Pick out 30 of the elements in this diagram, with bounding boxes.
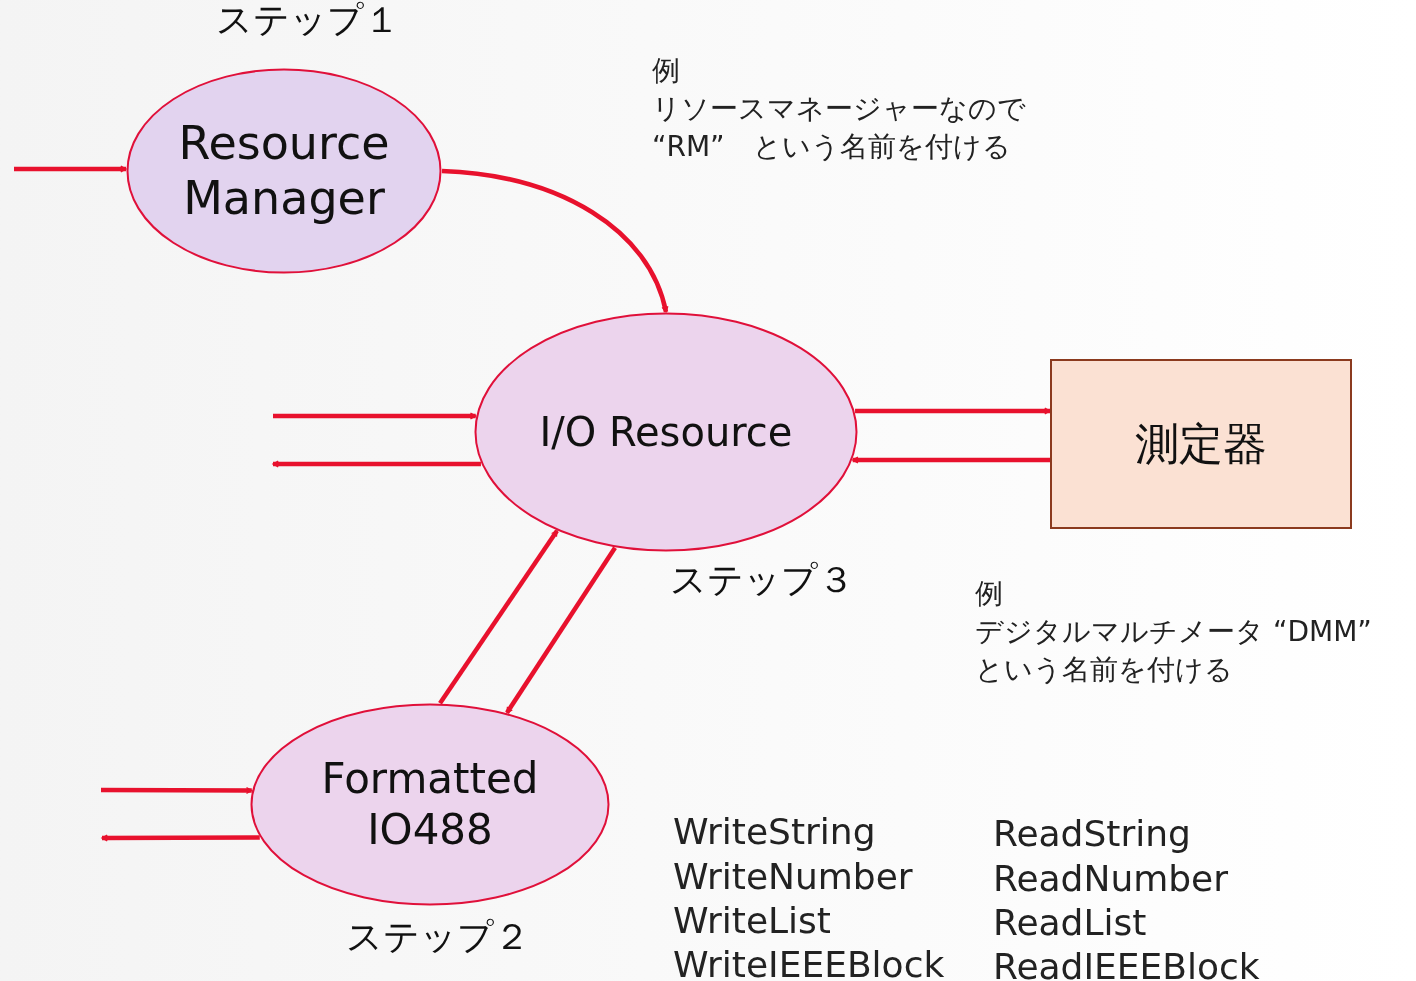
arrow	[438, 529, 559, 705]
method-name: WriteNumber	[673, 855, 914, 899]
arrow	[855, 407, 1051, 415]
device-box	[1050, 359, 1352, 529]
method-name: ReadList	[993, 901, 1148, 945]
node-label: 測定器	[1134, 417, 1268, 471]
note-text: リソースマネージャーなので “RM” という名前を付ける	[652, 91, 1027, 165]
step-label: ステップ３	[670, 562, 854, 598]
arrow	[101, 786, 253, 795]
method-name: WriteList	[673, 899, 832, 943]
arrow	[852, 456, 1050, 464]
node-label: I/O Resource	[538, 408, 794, 456]
method-name: ReadNumber	[993, 857, 1230, 901]
arrow	[273, 412, 477, 420]
method-name: WriteString	[673, 810, 877, 854]
node-label: Formatted IO488	[320, 754, 540, 855]
arrow	[101, 834, 260, 842]
arrow	[272, 460, 481, 468]
step-label: ステップ１	[216, 2, 400, 38]
method-name: ReadString	[993, 812, 1192, 856]
node-label: Resource Manager	[177, 115, 391, 227]
method-name: ReadIEEEBlock	[993, 945, 1261, 981]
arrow	[505, 546, 617, 714]
note-text: 例	[652, 53, 681, 89]
note-text: 例	[975, 576, 1004, 612]
arrow	[14, 165, 127, 173]
note-text: デジタルマルチメータ “DMM” という名前を付ける	[975, 614, 1373, 688]
arrow	[441, 168, 669, 313]
method-name: WriteIEEEBlock	[673, 943, 946, 981]
step-label: ステップ２	[346, 919, 530, 955]
